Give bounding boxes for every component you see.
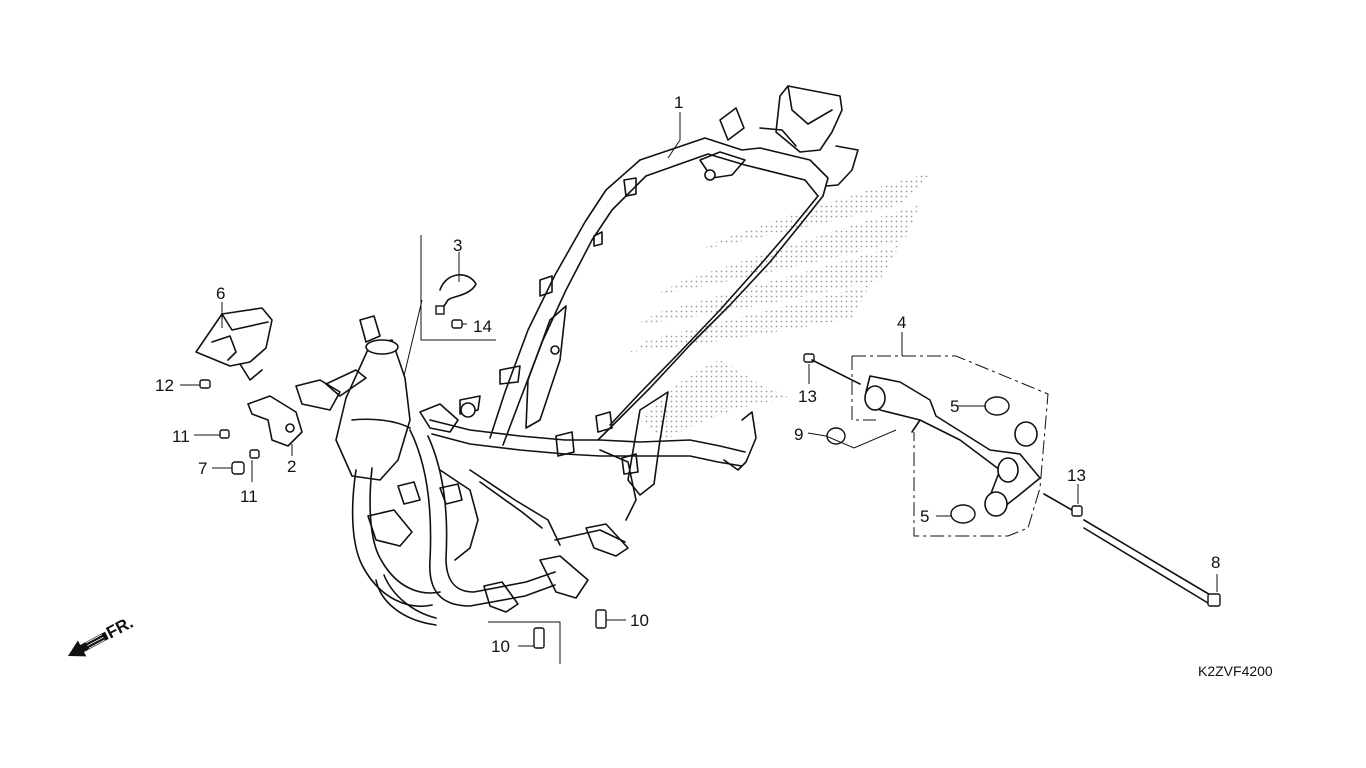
part-13-bolt-b	[1043, 493, 1083, 517]
callout-10-left: 10	[491, 637, 510, 656]
callout-3: 3	[453, 236, 462, 255]
part-14-bolt	[451, 319, 463, 329]
callout-11-upper: 11	[172, 427, 190, 446]
callout-7: 7	[198, 459, 207, 478]
callout-1: 1	[674, 93, 683, 112]
callout-5-lower: 5	[920, 507, 929, 526]
part-11-bolt-a	[219, 429, 230, 439]
part-11-bolt-b	[249, 449, 260, 459]
callout-8: 8	[1211, 553, 1220, 572]
part-10-bolt-b	[533, 627, 545, 649]
callout-6: 6	[216, 284, 225, 303]
front-direction-arrow-icon	[68, 631, 109, 657]
leader-lines	[180, 112, 1218, 664]
callout-11-lower: 11	[240, 487, 258, 506]
callout-13-left: 13	[798, 387, 817, 406]
part-9-collar	[826, 427, 846, 445]
callout-10-right: 10	[630, 611, 649, 630]
part-3-wire-clip	[435, 274, 477, 315]
part-13-bolt-a	[803, 353, 861, 385]
callout-4: 4	[897, 313, 906, 332]
part-2-bracket	[247, 395, 303, 447]
part-4-engine-hanger	[864, 375, 1041, 517]
callout-2: 2	[287, 457, 296, 476]
part-6-cover	[195, 307, 273, 381]
callout-9: 9	[794, 425, 803, 444]
callout-14: 14	[473, 317, 492, 336]
part-8-long-bolt	[1083, 519, 1221, 607]
callout-13-right: 13	[1067, 466, 1086, 485]
callout-5-upper: 5	[950, 397, 959, 416]
main-frame	[295, 85, 859, 626]
part-12-bolt	[199, 379, 211, 389]
part-10-bolt-a	[595, 609, 607, 629]
part-5-rubber-a	[984, 396, 1010, 416]
honda-wing-watermark	[630, 172, 935, 440]
diagram-code: K2ZVF4200	[1198, 663, 1273, 679]
callout-12: 12	[155, 376, 174, 395]
part-7-grommet	[231, 461, 245, 475]
part-5-rubber-b	[950, 504, 976, 524]
